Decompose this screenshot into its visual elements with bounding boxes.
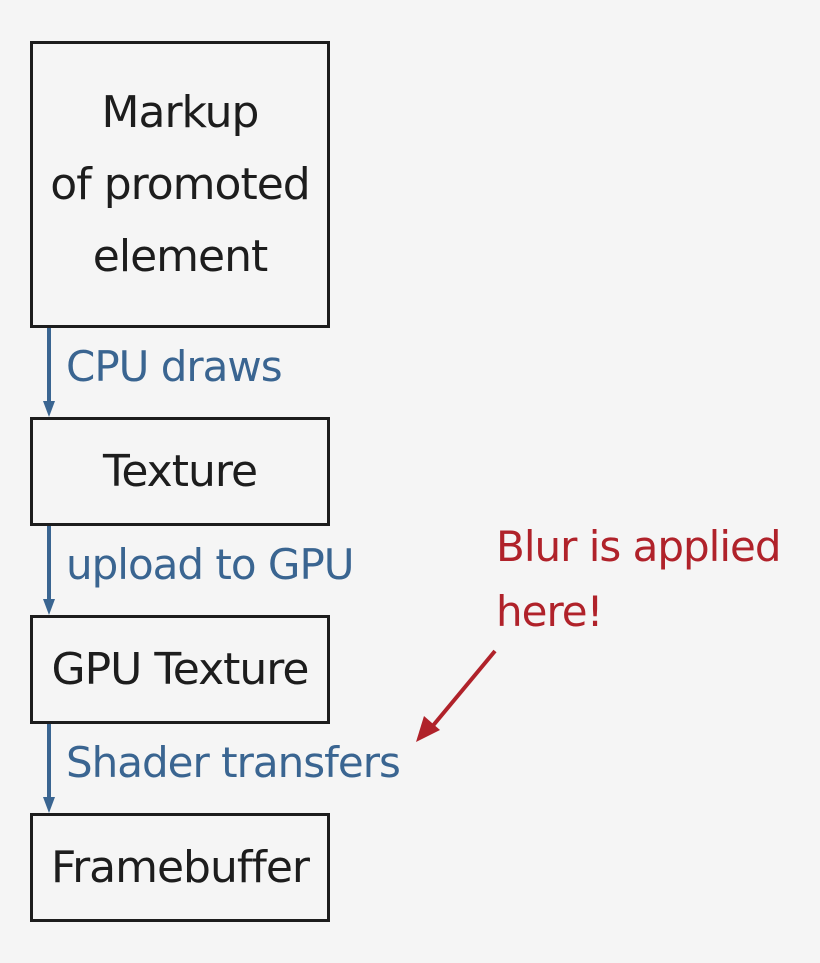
edge-label-cpu-draws: CPU draws (66, 342, 283, 391)
arrow-cpu-draws-head (43, 401, 55, 417)
blur-annotation-line-1: Blur is applied (496, 522, 782, 571)
gpu-texture-label: GPU Texture (51, 644, 310, 695)
annotation-arrow-head (416, 716, 440, 742)
framebuffer-label: Framebuffer (50, 842, 310, 893)
blur-annotation-line-2: here! (496, 587, 603, 636)
texture-label: Texture (102, 446, 258, 497)
arrow-upload-head (43, 599, 55, 615)
arrow-shader-head (43, 797, 55, 813)
markup-line-2: of promoted (50, 158, 310, 210)
markup-line-3: element (92, 230, 268, 282)
texture-box: Texture (30, 417, 330, 526)
annotation-arrow (429, 649, 497, 730)
edge-label-upload: upload to GPU (66, 540, 355, 589)
gpu-texture-box: GPU Texture (30, 615, 330, 724)
framebuffer-box: Framebuffer (30, 813, 330, 922)
blur-annotation: Blur is applied here! (496, 514, 782, 644)
markup-line-1: Markup (101, 86, 260, 138)
edge-label-shader: Shader transfers (66, 738, 401, 787)
markup-box: Markup of promoted element (30, 41, 330, 328)
